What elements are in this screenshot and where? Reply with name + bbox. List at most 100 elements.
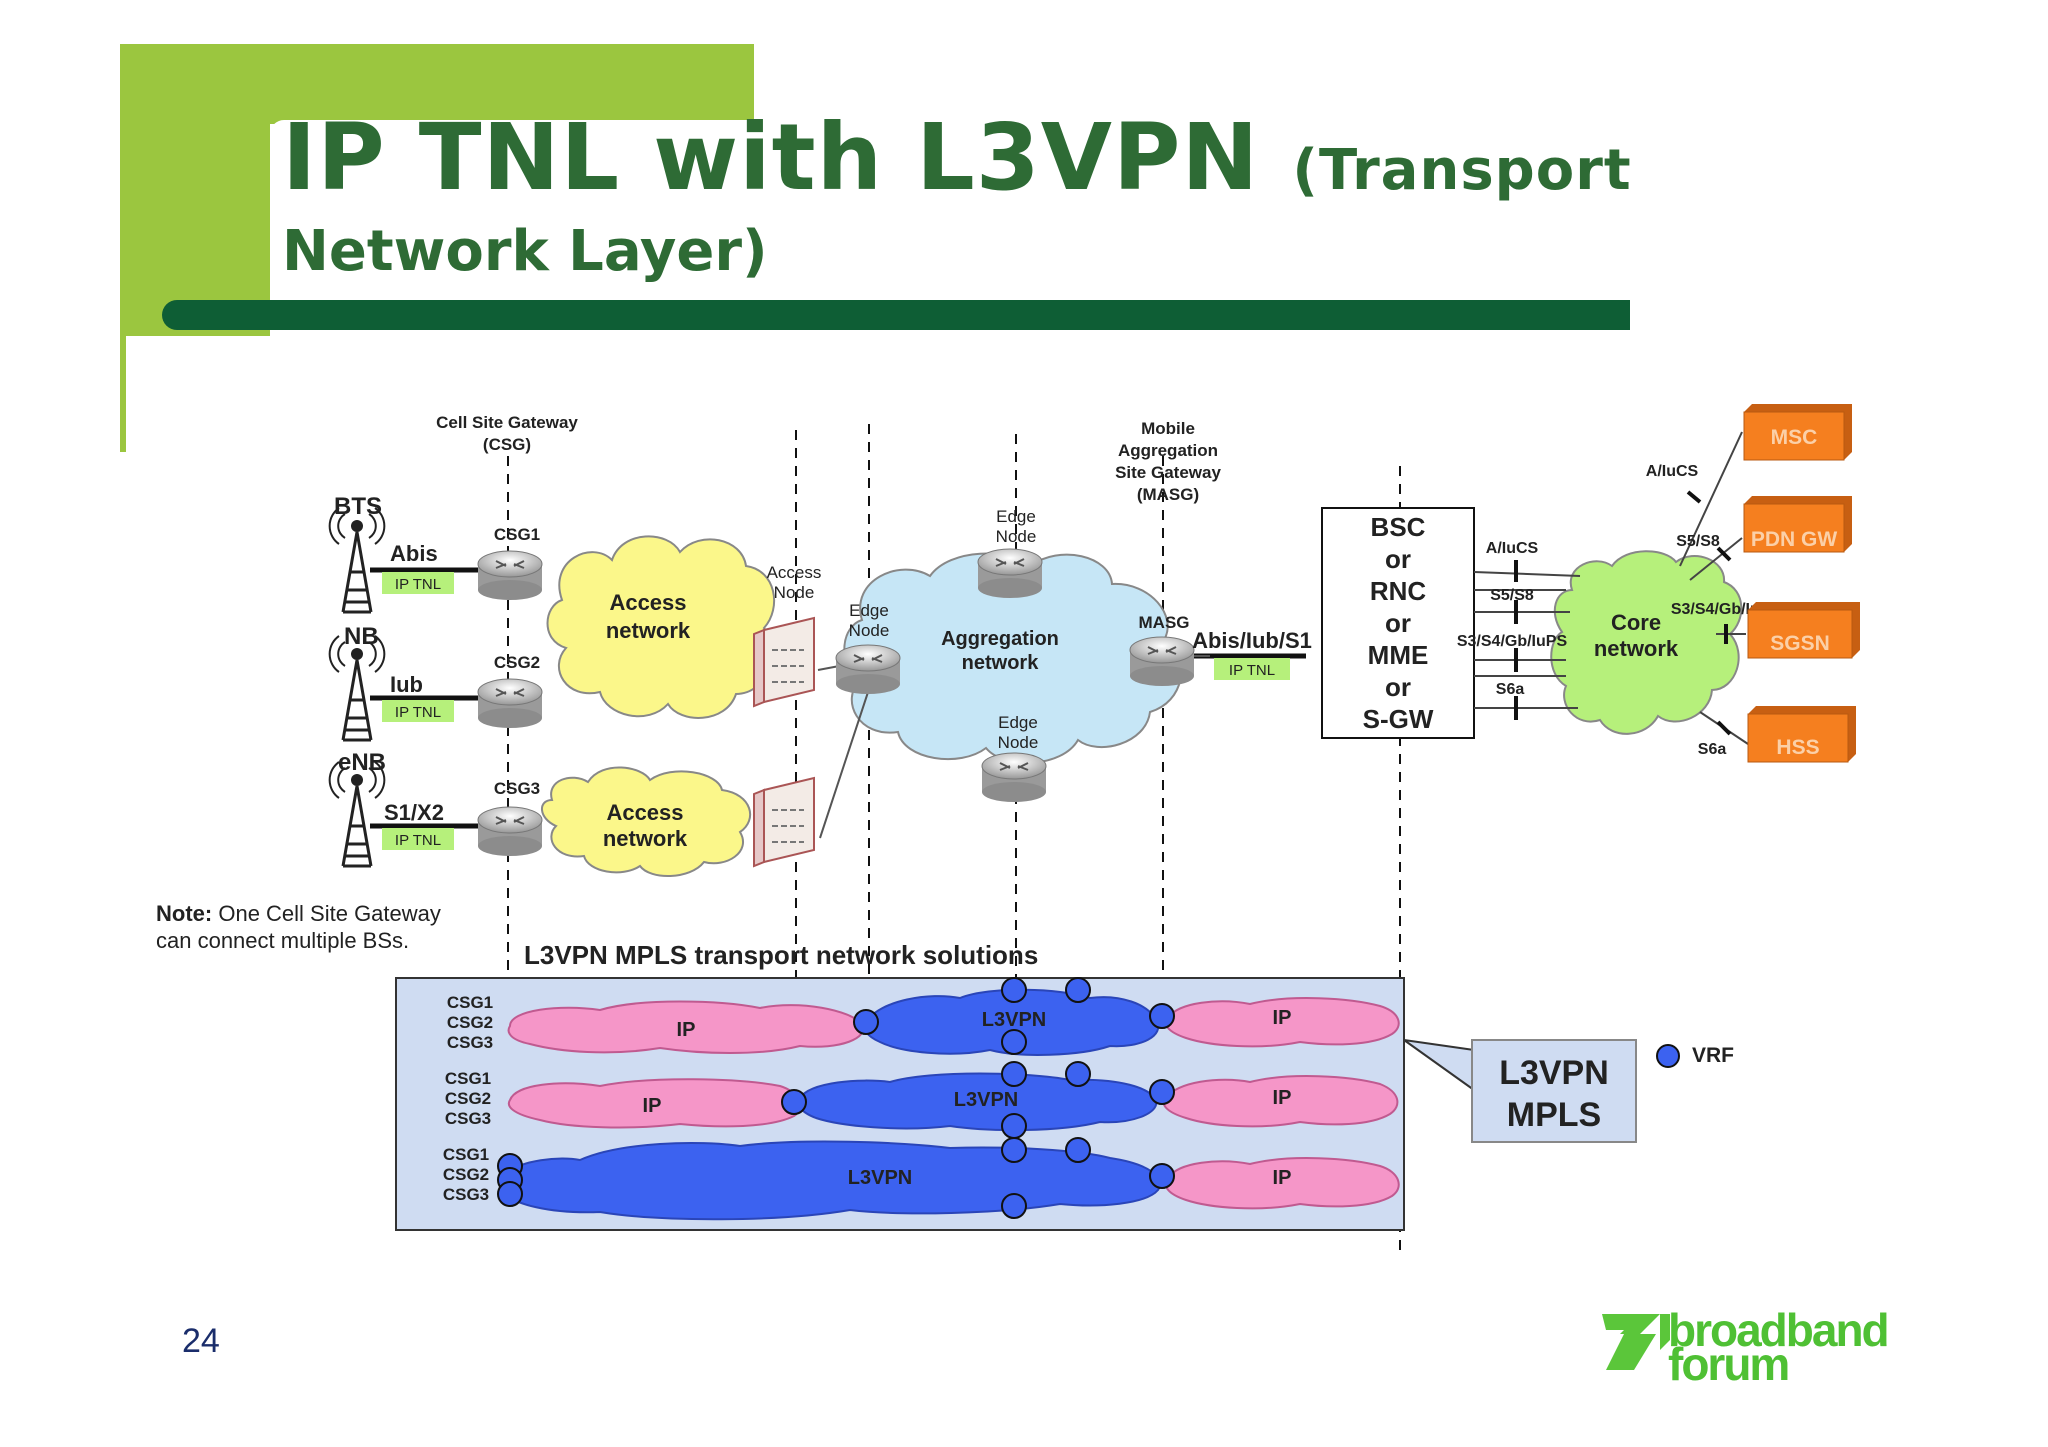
- masg-label: MASG: [1139, 613, 1190, 632]
- row1-ip-cloud-left: [507, 1000, 865, 1054]
- legend-box: [1471, 1039, 1637, 1143]
- iptnl-tags: [382, 572, 1290, 850]
- edge-node-bottom-l2: Node: [998, 733, 1039, 752]
- aggregation-network-l1: Aggregation: [941, 628, 1059, 650]
- access-node-1-icon: [753, 617, 815, 707]
- row3-csg1: CSG1: [443, 1145, 489, 1164]
- csg1-label: CSG1: [494, 525, 540, 544]
- bsc-box-l5: MME: [1368, 640, 1429, 670]
- iptnl-tag-2: IP TNL: [395, 704, 441, 721]
- aggregation-network-l2: network: [962, 652, 1040, 674]
- csg-header-1: Cell Site Gateway: [436, 413, 578, 432]
- row3-l3vpn: L3VPN: [848, 1167, 912, 1189]
- legend-box-l2: MPLS: [1507, 1096, 1601, 1134]
- row2-ip-left: IP: [643, 1095, 662, 1117]
- interface-lines: [1473, 571, 1581, 709]
- row3-ip-right: IP: [1273, 1167, 1292, 1189]
- row2-vpn-cloud: [797, 1072, 1158, 1132]
- bs-links: [370, 567, 1306, 829]
- iface-s5s8-2: S5/S8: [1676, 533, 1720, 550]
- row2-l3vpn: L3VPN: [954, 1089, 1018, 1111]
- vrf-legend-dot: [1656, 1044, 1680, 1068]
- masg-header-1: Mobile: [1141, 419, 1195, 438]
- core-node-pdn-gw: PDN GW: [1751, 528, 1838, 551]
- legend-box-l1: L3VPN: [1499, 1054, 1609, 1092]
- nb-antenna-icon: [328, 634, 386, 742]
- csg2-router-icon: [477, 678, 543, 729]
- row1-csg1: CSG1: [447, 993, 493, 1012]
- vrf-legend-label: VRF: [1692, 1044, 1734, 1067]
- edge-node-top-router-icon: [977, 548, 1043, 599]
- core-network-l1: Core: [1611, 610, 1661, 635]
- lime-vertical-line: [120, 330, 126, 452]
- row3-csg3: CSG3: [443, 1185, 489, 1204]
- core-node-msc: MSC: [1771, 426, 1818, 449]
- csg3-router-icon: [477, 806, 543, 857]
- masg-router-icon: [1129, 636, 1195, 687]
- row2-csg2: CSG2: [445, 1089, 491, 1108]
- access-network-2-l2: network: [603, 826, 688, 851]
- bts-label: BTS: [334, 493, 382, 520]
- access-node-l2: Node: [774, 583, 815, 602]
- csg3-label: CSG3: [494, 779, 540, 798]
- bsc-box-l3: RNC: [1370, 576, 1427, 606]
- iface-s5s8-1: S5/S8: [1490, 587, 1534, 604]
- access-network-1-l1: Access: [609, 590, 686, 615]
- masg-header-4: (MASG): [1137, 485, 1199, 504]
- iub-label: Iub: [390, 672, 423, 697]
- row2-csg3: CSG3: [445, 1109, 491, 1128]
- white-title-plate: [270, 120, 1640, 300]
- edge-node-left-l1: Edge: [849, 601, 889, 620]
- nb-label: NB: [344, 623, 379, 650]
- bsc-box-l2: or: [1385, 544, 1411, 574]
- edge-node-top-l2: Node: [996, 527, 1037, 546]
- row1-ip-left: IP: [677, 1019, 696, 1041]
- iface-s6a-1: S6a: [1496, 681, 1525, 698]
- abis-label: Abis: [390, 541, 438, 566]
- access-node-2-icon: [753, 777, 815, 867]
- bsc-box: [1321, 507, 1475, 739]
- iface-s6a-2: S6a: [1698, 741, 1727, 758]
- masg-header-2: Aggregation: [1118, 441, 1218, 460]
- page-number: 24: [182, 1322, 220, 1360]
- row3-csg2: CSG2: [443, 1165, 489, 1184]
- note-text: One Cell Site Gateway can connect multip…: [156, 901, 441, 953]
- row1-l3vpn: L3VPN: [982, 1009, 1046, 1031]
- row3-ip-cloud-right: [1164, 1157, 1400, 1210]
- enb-antenna-icon: [328, 760, 386, 868]
- mpls-panel-title: L3VPN MPLS transport network solutions: [524, 940, 1038, 970]
- iptnl-tag-1: IP TNL: [395, 576, 441, 593]
- access-network-2-l1: Access: [606, 800, 683, 825]
- vrf-dots: [497, 977, 1175, 1219]
- row1-csg3: CSG3: [447, 1033, 493, 1052]
- enb-label: eNB: [338, 749, 386, 776]
- edge-node-left-l2: Node: [849, 621, 890, 640]
- row1-csg2: CSG2: [447, 1013, 493, 1032]
- note-label: Note:: [156, 901, 213, 926]
- row1-vpn-cloud: [863, 988, 1160, 1056]
- title-main: IP TNL with L3VPN: [282, 104, 1260, 211]
- logo-broadband-text: broadband: [1668, 1304, 1888, 1356]
- note: Note: One Cell Site Gateway can connect …: [156, 900, 446, 954]
- iptnl-tag-4: IP TNL: [1229, 662, 1275, 679]
- edge-node-bottom-l1: Edge: [998, 713, 1038, 732]
- s1x2-label: S1/X2: [384, 800, 444, 825]
- masg-header-3: Site Gateway: [1115, 463, 1221, 482]
- core-node-boxes: [1743, 404, 1860, 763]
- edge-node-top-l1: Edge: [996, 507, 1036, 526]
- iface-a-iucs-2: A/IuCS: [1646, 463, 1699, 480]
- title-sub: (Transport: [1292, 138, 1632, 203]
- core-node-sgsn: SGSN: [1770, 632, 1830, 655]
- title-underline-bar: [162, 300, 1630, 330]
- iface-s3s4-1: S3/S4/Gb/IuPS: [1457, 633, 1568, 650]
- csg1-router-icon: [477, 550, 543, 601]
- access-network-1-l2: network: [606, 618, 691, 643]
- logo-forum-text: forum: [1668, 1338, 1788, 1390]
- csg2-label: CSG2: [494, 653, 540, 672]
- bts-antenna-icon: [328, 506, 386, 614]
- edge-node-router-icon: [835, 644, 901, 695]
- lime-corner-block: [120, 44, 754, 124]
- row1-ip-cloud-right: [1164, 997, 1400, 1048]
- row2-csg1: CSG1: [445, 1069, 491, 1088]
